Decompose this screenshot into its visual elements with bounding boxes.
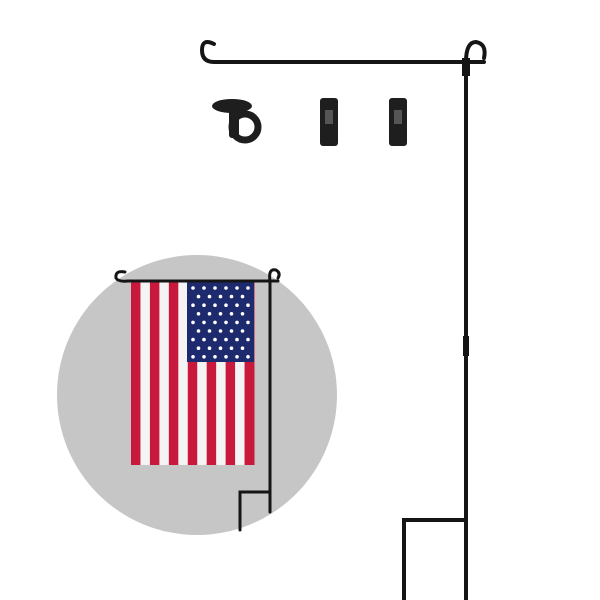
flag-star xyxy=(224,303,228,308)
flag-star xyxy=(213,355,217,359)
flag-star xyxy=(235,286,239,290)
mini-stand xyxy=(114,268,281,532)
flag-star xyxy=(229,346,234,351)
flag-star xyxy=(218,294,223,299)
flag-star xyxy=(240,346,245,351)
flag-stripe xyxy=(178,282,189,465)
flag-star xyxy=(207,329,212,333)
stand-right-hook xyxy=(464,39,487,64)
flag-stripe xyxy=(149,282,160,465)
flag-star xyxy=(246,320,250,325)
flag-star xyxy=(191,337,195,342)
flag-star xyxy=(235,355,239,359)
flag-star xyxy=(196,329,201,333)
flag-star xyxy=(207,312,212,316)
flag-star xyxy=(218,312,223,316)
flag-star xyxy=(196,312,201,316)
flag-star xyxy=(213,286,217,290)
flag-star xyxy=(202,303,206,308)
flag-stripe xyxy=(131,282,141,465)
flag-star xyxy=(202,355,206,359)
flag-stripe xyxy=(140,282,151,465)
stand-pole-joint xyxy=(463,336,469,356)
flag-star xyxy=(224,337,228,342)
flag-star xyxy=(196,294,201,299)
stand-top-arm xyxy=(199,40,486,64)
flag-stripe xyxy=(235,282,246,465)
flag-star xyxy=(246,286,250,290)
flag-star xyxy=(202,337,206,342)
flag-star xyxy=(235,320,239,325)
flag-star xyxy=(224,355,228,359)
flag-star xyxy=(246,337,250,342)
flag-star xyxy=(202,286,206,290)
flag-star xyxy=(224,320,228,325)
flag-stripe xyxy=(225,282,236,465)
flag-star xyxy=(229,329,234,333)
flag-star xyxy=(229,312,234,316)
flag-stripe xyxy=(159,282,170,465)
stopper-clip xyxy=(389,98,407,146)
flag-star xyxy=(235,303,239,308)
flag-stripe xyxy=(168,282,179,465)
flag-star xyxy=(240,294,245,299)
flag-star xyxy=(246,355,250,359)
stand-arm-joint xyxy=(462,58,470,76)
flag-stand xyxy=(199,39,487,600)
stand-ground-spike xyxy=(402,518,468,600)
flag-stripe xyxy=(206,282,217,465)
flag-stripe xyxy=(187,282,198,465)
flag-star xyxy=(229,294,234,299)
flag-star xyxy=(240,312,245,316)
flag-star xyxy=(191,303,195,308)
flag-stripe xyxy=(197,282,208,465)
flag-star xyxy=(196,346,201,351)
flag-star xyxy=(224,286,228,290)
us-flag xyxy=(131,282,255,465)
flag-star xyxy=(213,320,217,325)
flag-star xyxy=(213,337,217,342)
flag-stripe xyxy=(216,282,227,465)
flag-star xyxy=(191,355,195,359)
flag-star xyxy=(207,294,212,299)
flag-star xyxy=(218,346,223,351)
flag-star xyxy=(213,303,217,308)
flag-star xyxy=(191,286,195,290)
flag-star xyxy=(235,337,239,342)
flag-star xyxy=(202,320,206,325)
anti-wind-clip xyxy=(212,99,262,144)
flag-star xyxy=(246,303,250,308)
flag-star xyxy=(240,329,245,333)
flag-star xyxy=(191,320,195,325)
flag-star xyxy=(218,329,223,333)
flag-stripe xyxy=(244,282,255,465)
stopper-clip xyxy=(320,98,338,146)
flag-star xyxy=(207,346,212,351)
